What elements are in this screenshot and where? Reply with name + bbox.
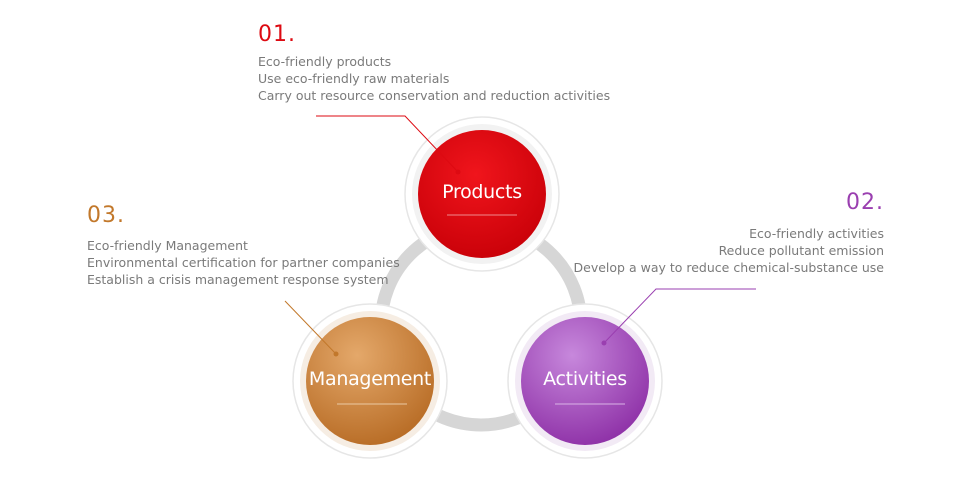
products-line: Eco-friendly products: [258, 54, 392, 69]
products-line: Carry out resource conservation and redu…: [258, 88, 611, 103]
products-node: [404, 116, 560, 272]
activities-number: 02.: [846, 190, 884, 215]
management-node: [292, 303, 448, 459]
management-lines: Eco-friendly Management Environmental ce…: [87, 237, 400, 288]
activities-leader-dot: [601, 340, 607, 346]
activities-line: Develop a way to reduce chemical-substan…: [573, 260, 884, 275]
management-description: 03. Eco-friendly Management Environmenta…: [87, 203, 400, 288]
activities-description: 02. Eco-friendly activities Reduce pollu…: [574, 190, 884, 276]
management-line: Eco-friendly Management: [87, 238, 248, 253]
products-leader-dot: [455, 169, 461, 175]
products-number: 01.: [258, 22, 296, 47]
activities-title: Activities: [543, 368, 627, 390]
management-line: Environmental certification for partner …: [87, 255, 400, 270]
management-leader-line: [284, 300, 337, 355]
activities-node: [507, 303, 663, 459]
products-lines: Eco-friendly products Use eco-friendly r…: [258, 53, 610, 104]
management-number: 03.: [87, 203, 125, 228]
activities-leader-line: [603, 288, 756, 344]
products-leader-line: [316, 115, 459, 173]
management-line: Establish a crisis management response s…: [87, 272, 389, 287]
management-title: Management: [308, 368, 432, 390]
products-line: Use eco-friendly raw materials: [258, 71, 450, 86]
products-description: 01. Eco-friendly products Use eco-friend…: [258, 22, 610, 104]
products-title: Products: [442, 181, 522, 203]
activities-lines: Eco-friendly activities Reduce pollutant…: [574, 225, 884, 276]
management-leader-dot: [333, 351, 339, 357]
activities-line: Reduce pollutant emission: [718, 243, 884, 258]
activities-line: Eco-friendly activities: [749, 226, 884, 241]
